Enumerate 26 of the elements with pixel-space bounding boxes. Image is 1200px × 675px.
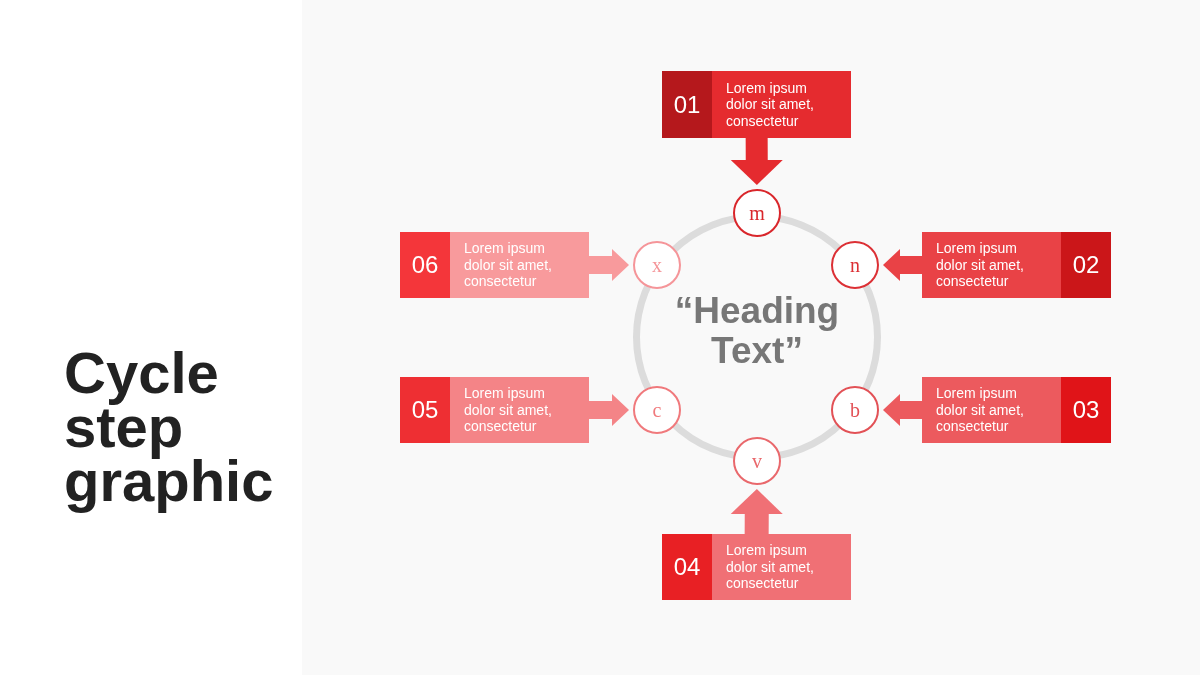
step-card: [922, 377, 1111, 443]
step-text: Lorem ipsum dolor sit amet, consectetur: [726, 79, 815, 130]
block-arrow: [730, 488, 783, 535]
block-arrow: [589, 394, 629, 426]
step-card: [400, 377, 589, 443]
block-arrow: [589, 249, 629, 281]
block-arrow: [883, 249, 922, 281]
step-text: Lorem ipsum dolor sit amet, consectetur: [936, 240, 1025, 290]
step-number: 05: [400, 377, 450, 443]
step-card: [922, 232, 1111, 298]
step-number: 02: [1061, 232, 1111, 298]
step-text: Lorem ipsum dolor sit amet, consectetur: [464, 385, 553, 435]
step-card: [662, 534, 851, 600]
step-number: 01: [662, 71, 712, 138]
block-arrow: [883, 394, 922, 426]
slide-title: Cycle step graphic: [64, 339, 275, 515]
heading-text: “Heading Text”: [673, 291, 841, 371]
step-text: Lorem ipsum dolor sit amet, consectetur: [464, 240, 553, 290]
step-text: Lorem ipsum dolor sit amet, consectetur: [936, 385, 1025, 435]
step-number: 04: [662, 534, 712, 600]
block-arrow: [730, 137, 783, 186]
step-text: Lorem ipsum dolor sit amet, consectetur: [726, 542, 815, 592]
step-card: [400, 232, 589, 298]
step-card: [662, 71, 851, 138]
step-number: 06: [400, 232, 450, 298]
step-number: 03: [1061, 377, 1111, 443]
